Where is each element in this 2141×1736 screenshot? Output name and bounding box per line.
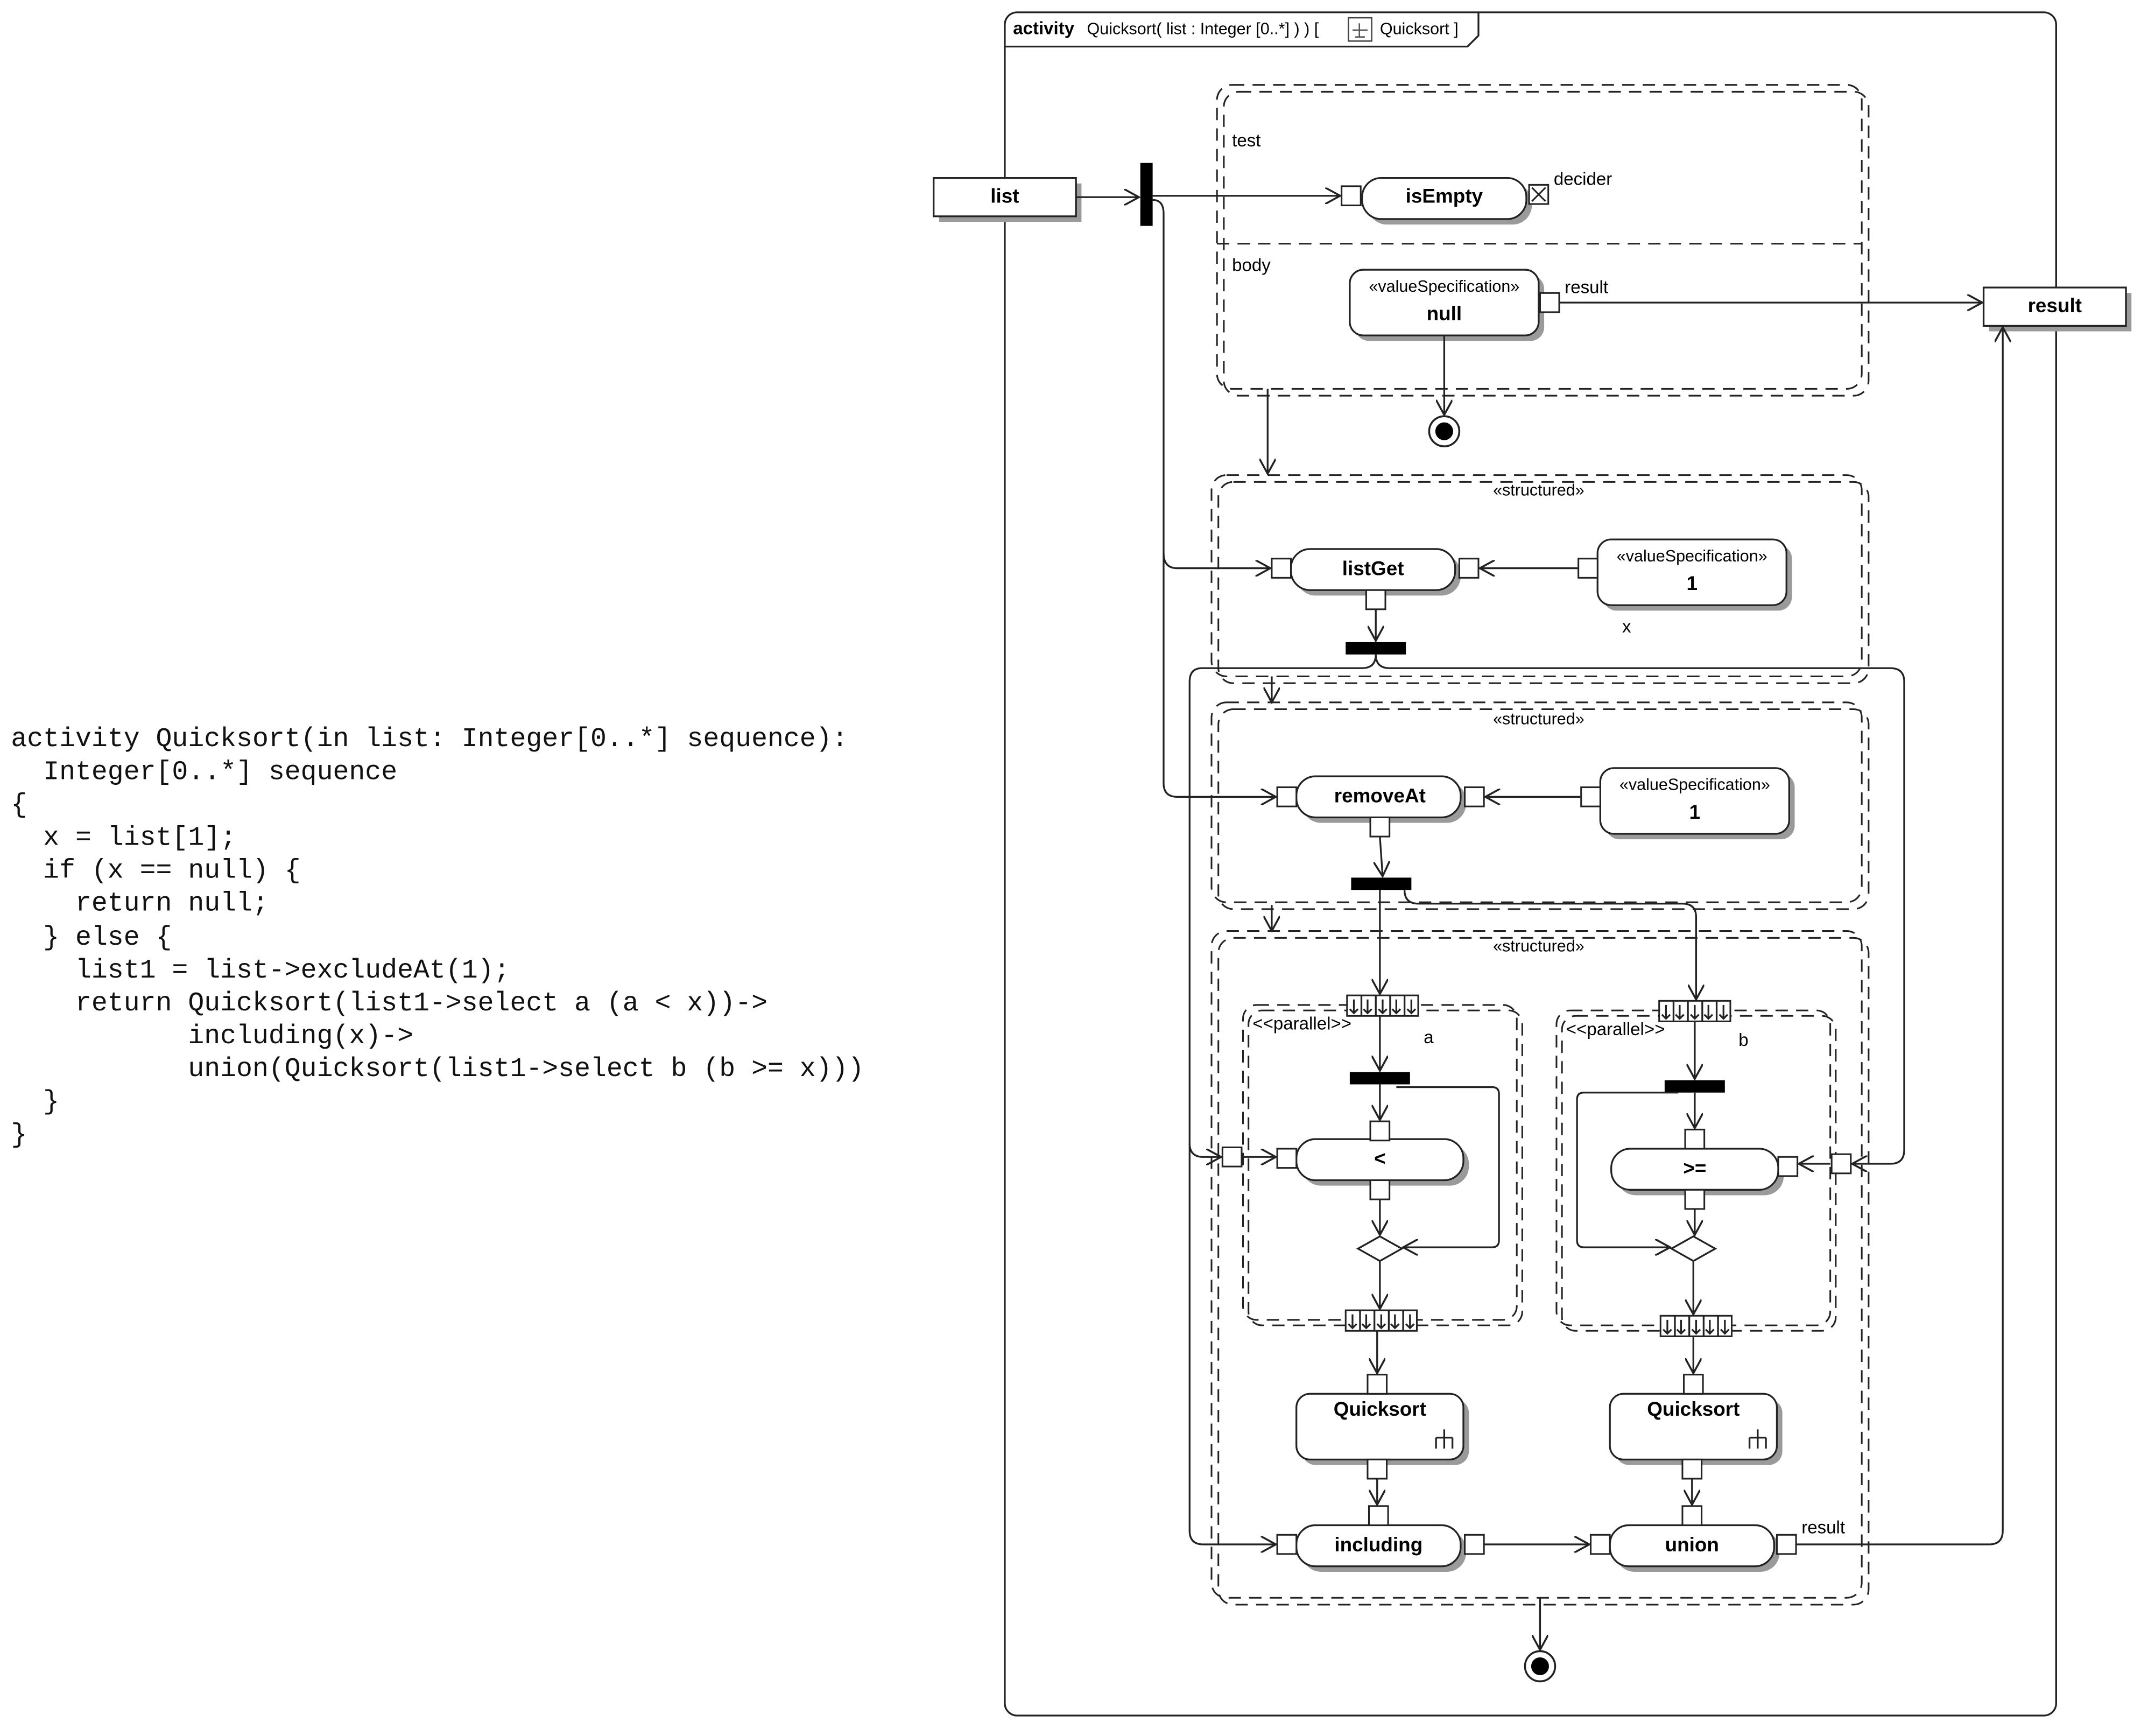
code-line: return null;	[75, 889, 269, 919]
x-input-pin-a	[1221, 1146, 1243, 1168]
svg-text:«valueSpecification»: «valueSpecification»	[1617, 547, 1767, 565]
isEmpty-action: isEmpty decider	[1341, 169, 1612, 225]
svg-text:«structured»: «structured»	[1493, 481, 1584, 500]
value-one-action-a: «valueSpecification» 1	[1577, 538, 1792, 611]
call-behavior-icon	[1748, 1429, 1767, 1449]
svg-text:including: including	[1334, 1534, 1422, 1556]
structured-node-3: «structured»	[1210, 930, 1870, 1606]
code-listing: activity Quicksort(in list: Integer[0..*…	[11, 723, 864, 1152]
decider-label: decider	[1554, 169, 1612, 189]
code-line: including(x)->	[188, 1021, 414, 1052]
svg-text:removeAt: removeAt	[1334, 784, 1426, 806]
code-line: return Quicksort(list1->select a (a < x)…	[75, 988, 767, 1018]
svg-text:«structured»: «structured»	[1493, 937, 1584, 955]
code-line: activity Quicksort(in list: Integer[0..*…	[11, 724, 848, 755]
activity-frame: activity Quicksort( list : Integer [0..*…	[1004, 11, 2057, 1717]
expansion-node-a-out	[1344, 1309, 1418, 1332]
svg-text:isEmpty: isEmpty	[1406, 185, 1483, 207]
conditional-node: test body	[1216, 84, 1870, 397]
value-one-action-b: «valueSpecification» 1	[1580, 767, 1795, 840]
including-action: including	[1276, 1505, 1485, 1572]
code-line: {	[11, 790, 27, 821]
listGet-action: listGet	[1271, 548, 1480, 610]
code-line: union(Quicksort(list1->select b (b >= x)…	[188, 1054, 864, 1085]
code-line: list1 = list->excludeAt(1);	[75, 955, 510, 986]
expansion-node-b-out	[1659, 1315, 1733, 1337]
svg-text:1: 1	[1687, 572, 1698, 594]
removeAt-action: removeAt	[1276, 775, 1485, 838]
call-behavior-icon	[1435, 1429, 1454, 1449]
fork-bar-list	[1140, 163, 1153, 226]
fork-bar-a	[1349, 1072, 1410, 1085]
expansion-node-b-in	[1658, 1000, 1731, 1022]
result-parameter-node: result	[1982, 286, 2132, 332]
svg-text:union: union	[1665, 1534, 1719, 1556]
activity-final-node-1	[1428, 415, 1461, 447]
svg-text:Quicksort: Quicksort	[1647, 1398, 1739, 1420]
code-line: }	[11, 1120, 27, 1150]
svg-text:listGet: listGet	[1342, 557, 1404, 579]
null-value-action: «valueSpecification» null result	[1349, 269, 1608, 341]
svg-text:1: 1	[1689, 801, 1701, 823]
svg-text:Quicksort: Quicksort	[1334, 1398, 1426, 1420]
call-behavior-icon	[1348, 17, 1372, 42]
greater-equal-action: >=	[1610, 1128, 1799, 1210]
fork-bar-x	[1346, 642, 1406, 655]
less-than-action: <	[1276, 1120, 1469, 1200]
fork-bar-list1	[1351, 877, 1412, 890]
decider-pin-icon	[1531, 187, 1546, 202]
list-parameter-node: list	[933, 177, 1082, 222]
svg-text:null: null	[1427, 303, 1462, 325]
result-pin-label: result	[1565, 277, 1608, 297]
svg-text:«valueSpecification»: «valueSpecification»	[1369, 277, 1519, 296]
svg-text:a: a	[1424, 1028, 1434, 1048]
quicksort-call-b: Quicksort	[1609, 1374, 1783, 1480]
code-line: }	[43, 1087, 60, 1117]
code-line: } else {	[43, 922, 172, 953]
code-line: x = list[1];	[43, 823, 237, 854]
svg-text:<<parallel>>: <<parallel>>	[1566, 1020, 1665, 1039]
svg-text:result: result	[2028, 294, 2082, 317]
svg-text:<<parallel>>: <<parallel>>	[1252, 1014, 1351, 1034]
structured-node-2: «structured»	[1210, 701, 1870, 910]
svg-text:«structured»: «structured»	[1493, 710, 1584, 728]
expansion-node-a-in	[1346, 994, 1419, 1017]
activity-final-node-2	[1524, 1650, 1557, 1683]
structured-node-1: «structured»	[1210, 474, 1870, 684]
x-input-pin-b	[1830, 1153, 1852, 1175]
frame-signature: Quicksort( list : Integer [0..*] ) ) [	[1087, 20, 1319, 38]
svg-text:<: <	[1374, 1148, 1386, 1170]
svg-text:list: list	[990, 185, 1019, 207]
frame-keyword: activity	[1013, 19, 1075, 39]
control-and-object-flows	[1076, 196, 2003, 1650]
union-action: union result	[1590, 1505, 1845, 1572]
fork-bar-b	[1664, 1080, 1725, 1093]
svg-text:>=: >=	[1683, 1157, 1706, 1179]
svg-text:«valueSpecification»: «valueSpecification»	[1619, 776, 1770, 794]
frame-behavior: Quicksort ]	[1380, 20, 1459, 38]
code-line: Integer[0..*] sequence	[43, 757, 398, 788]
svg-text:b: b	[1738, 1030, 1748, 1050]
quicksort-call-a: Quicksort	[1295, 1374, 1469, 1480]
x-label: x	[1622, 617, 1631, 637]
test-clause-label: test	[1232, 131, 1260, 151]
body-clause-label: body	[1232, 256, 1271, 276]
code-line: if (x == null) {	[43, 856, 301, 887]
union-result-label: result	[1801, 1518, 1845, 1538]
